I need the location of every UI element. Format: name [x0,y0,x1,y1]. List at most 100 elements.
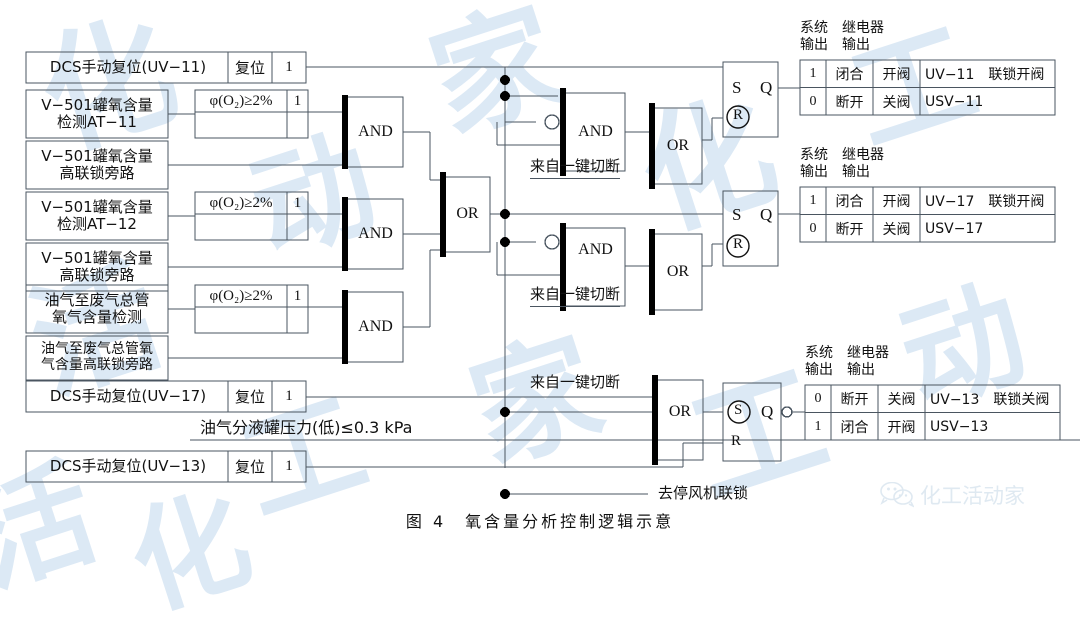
junction-dot [500,489,510,499]
latch-out-label-uv13: Q [761,402,774,421]
table-cell-valve: 开阀 [887,419,916,436]
output-header-line2-uv13: 输出 输出 [805,362,875,379]
output-table-header-uv11: 系统 继电器 输出 输出 [800,20,884,54]
inverter-bubble-top [544,114,560,130]
junction-dot [500,407,510,417]
latch-set-label-uv17: S [732,205,742,224]
output-table-grid-uv11 [799,59,1056,116]
table-cell-valve: 开阀 [882,193,911,210]
table-cell-tag: USV−17 [925,220,984,237]
input-label-bypass-v501-2: V−501罐氧含量 高联锁旁路 [41,249,153,284]
table-cell-bit: 0 [809,93,817,109]
output-table-header-uv13: 系统 继电器 输出 输出 [805,345,889,379]
junction-dot [500,209,510,219]
input-label-dcs-uv17: DCS手动复位(UV−17) [49,387,207,406]
table-cell-tag: USV−11 [925,93,984,110]
table-cell-valve: 关阀 [887,391,916,408]
output-header-line1-uv17: 系统 继电器 [800,147,884,163]
table-cell-relay: 断开 [835,221,864,238]
label-pressure-low: 油气分液罐压力(低)≤0.3 kPa [200,418,413,437]
input-label-oil-gas-bypass: 油气至废气总管氧 气含量高联锁旁路 [41,341,153,373]
sr-latch-uv11 [722,61,779,138]
latch-set-label-uv11: S [732,78,742,97]
input-action-dcs-uv13: 复位 [234,458,265,476]
cond-value-at11: 1 [293,92,302,109]
inverter-bubble-mid [544,234,560,250]
table-cell-tag: UV−13 联锁关阀 [930,391,1050,408]
gate-label-or-bottom: OR [668,403,692,420]
output-header-line2-uv17: 输出 输出 [800,164,870,181]
wechat-logo: 化工活动家 [880,480,1025,510]
table-cell-valve: 关阀 [882,94,911,111]
set-circle-uv13 [727,400,751,424]
input-label-oil-gas-o2: 油气至废气总管 氧气含量检测 [44,291,150,326]
reset-circle-uv11 [726,105,750,129]
table-cell-tag: USV−13 [930,418,989,435]
label-one-key-shutdown-bottom: 来自一键切断 [530,373,621,391]
latch-out-label-uv17: Q [760,205,773,224]
gate-label-or-top: OR [666,137,690,154]
figure-caption: 图 4 氧含量分析控制逻辑示意 [405,512,675,531]
input-value-dcs-uv17: 1 [285,388,293,404]
output-table-header-uv17: 系统 继电器 输出 输出 [800,147,884,181]
input-label-bypass-v501-1: V−501罐氧含量 高联锁旁路 [41,147,153,182]
input-value-dcs-uv13: 1 [285,458,293,474]
label-one-key-shutdown-top: 来自一键切断 [530,155,621,179]
table-cell-bit: 0 [814,390,822,406]
table-cell-relay: 闭合 [835,66,864,83]
gate-label-and-3: AND [358,318,393,335]
table-cell-valve: 关阀 [882,221,911,238]
label-fan-interlock: 去停风机联锁 [658,484,749,502]
input-label-dcs-uv11: DCS手动复位(UV−11) [49,58,207,77]
gate-label-or-main: OR [456,205,479,222]
latch-reset-label-uv13: R [731,433,742,449]
latch-reset-label-uv11: R [733,107,744,123]
wechat-account-name: 化工活动家 [920,484,1025,508]
table-cell-relay: 闭合 [835,193,864,210]
table-cell-bit: 1 [809,65,817,81]
junction-dot [500,237,510,247]
table-cell-bit: 1 [809,192,817,208]
table-cell-relay: 断开 [835,94,864,111]
table-cell-bit: 1 [814,418,822,434]
logic-diagram-svg [25,51,1080,499]
gate-label-and-top: AND [578,123,613,140]
cond-label-at11: φ(O₂)≥2% [209,92,273,109]
wechat-icon [880,482,914,508]
output-header-line2-uv11: 输出 输出 [800,37,870,54]
reset-circle-uv17 [726,234,750,258]
cond-label-oil-gas-o2: φ(O₂)≥2% [209,287,273,304]
table-cell-tag: UV−11 联锁开阀 [925,66,1045,83]
table-cell-relay: 断开 [840,391,869,408]
table-cell-tag: UV−17 联锁开阀 [925,193,1045,210]
table-cell-bit: 0 [809,220,817,236]
sr-latch-uv17 [722,190,779,267]
latch-reset-label-uv17: R [733,236,744,252]
junction-dot [500,75,510,85]
latch-out-label-uv11: Q [760,78,773,97]
gate-label-and-2: AND [358,225,393,242]
label-one-key-shutdown-mid: 来自一键切断 [530,283,621,307]
output-header-line1-uv11: 系统 继电器 [800,20,884,36]
output-table-grid-uv17 [799,186,1056,243]
latch-set-label-uv13: S [734,402,743,418]
cond-value-oil-gas-o2: 1 [293,287,302,304]
sr-latch-uv13 [722,382,782,462]
input-value-dcs-uv11: 1 [285,59,293,75]
gate-label-and-1: AND [358,123,393,140]
input-action-dcs-uv17: 复位 [234,388,265,406]
cond-label-at12: φ(O₂)≥2% [209,194,273,211]
junction-dot [500,91,510,101]
input-label-at12: V−501罐氧含量 检测AT−12 [41,198,153,233]
output-table-grid-uv13 [804,384,1061,441]
cond-value-at12: 1 [293,194,302,211]
gate-label-and-mid: AND [578,241,613,258]
table-cell-valve: 开阀 [882,66,911,83]
inverter-bubble-q-uv13 [781,406,793,418]
gate-label-or-mid: OR [666,263,690,280]
input-action-dcs-uv11: 复位 [234,59,265,77]
table-cell-relay: 闭合 [840,419,869,436]
input-label-at11: V−501罐氧含量 检测AT−11 [41,96,153,131]
input-label-dcs-uv13: DCS手动复位(UV−13) [49,457,207,476]
